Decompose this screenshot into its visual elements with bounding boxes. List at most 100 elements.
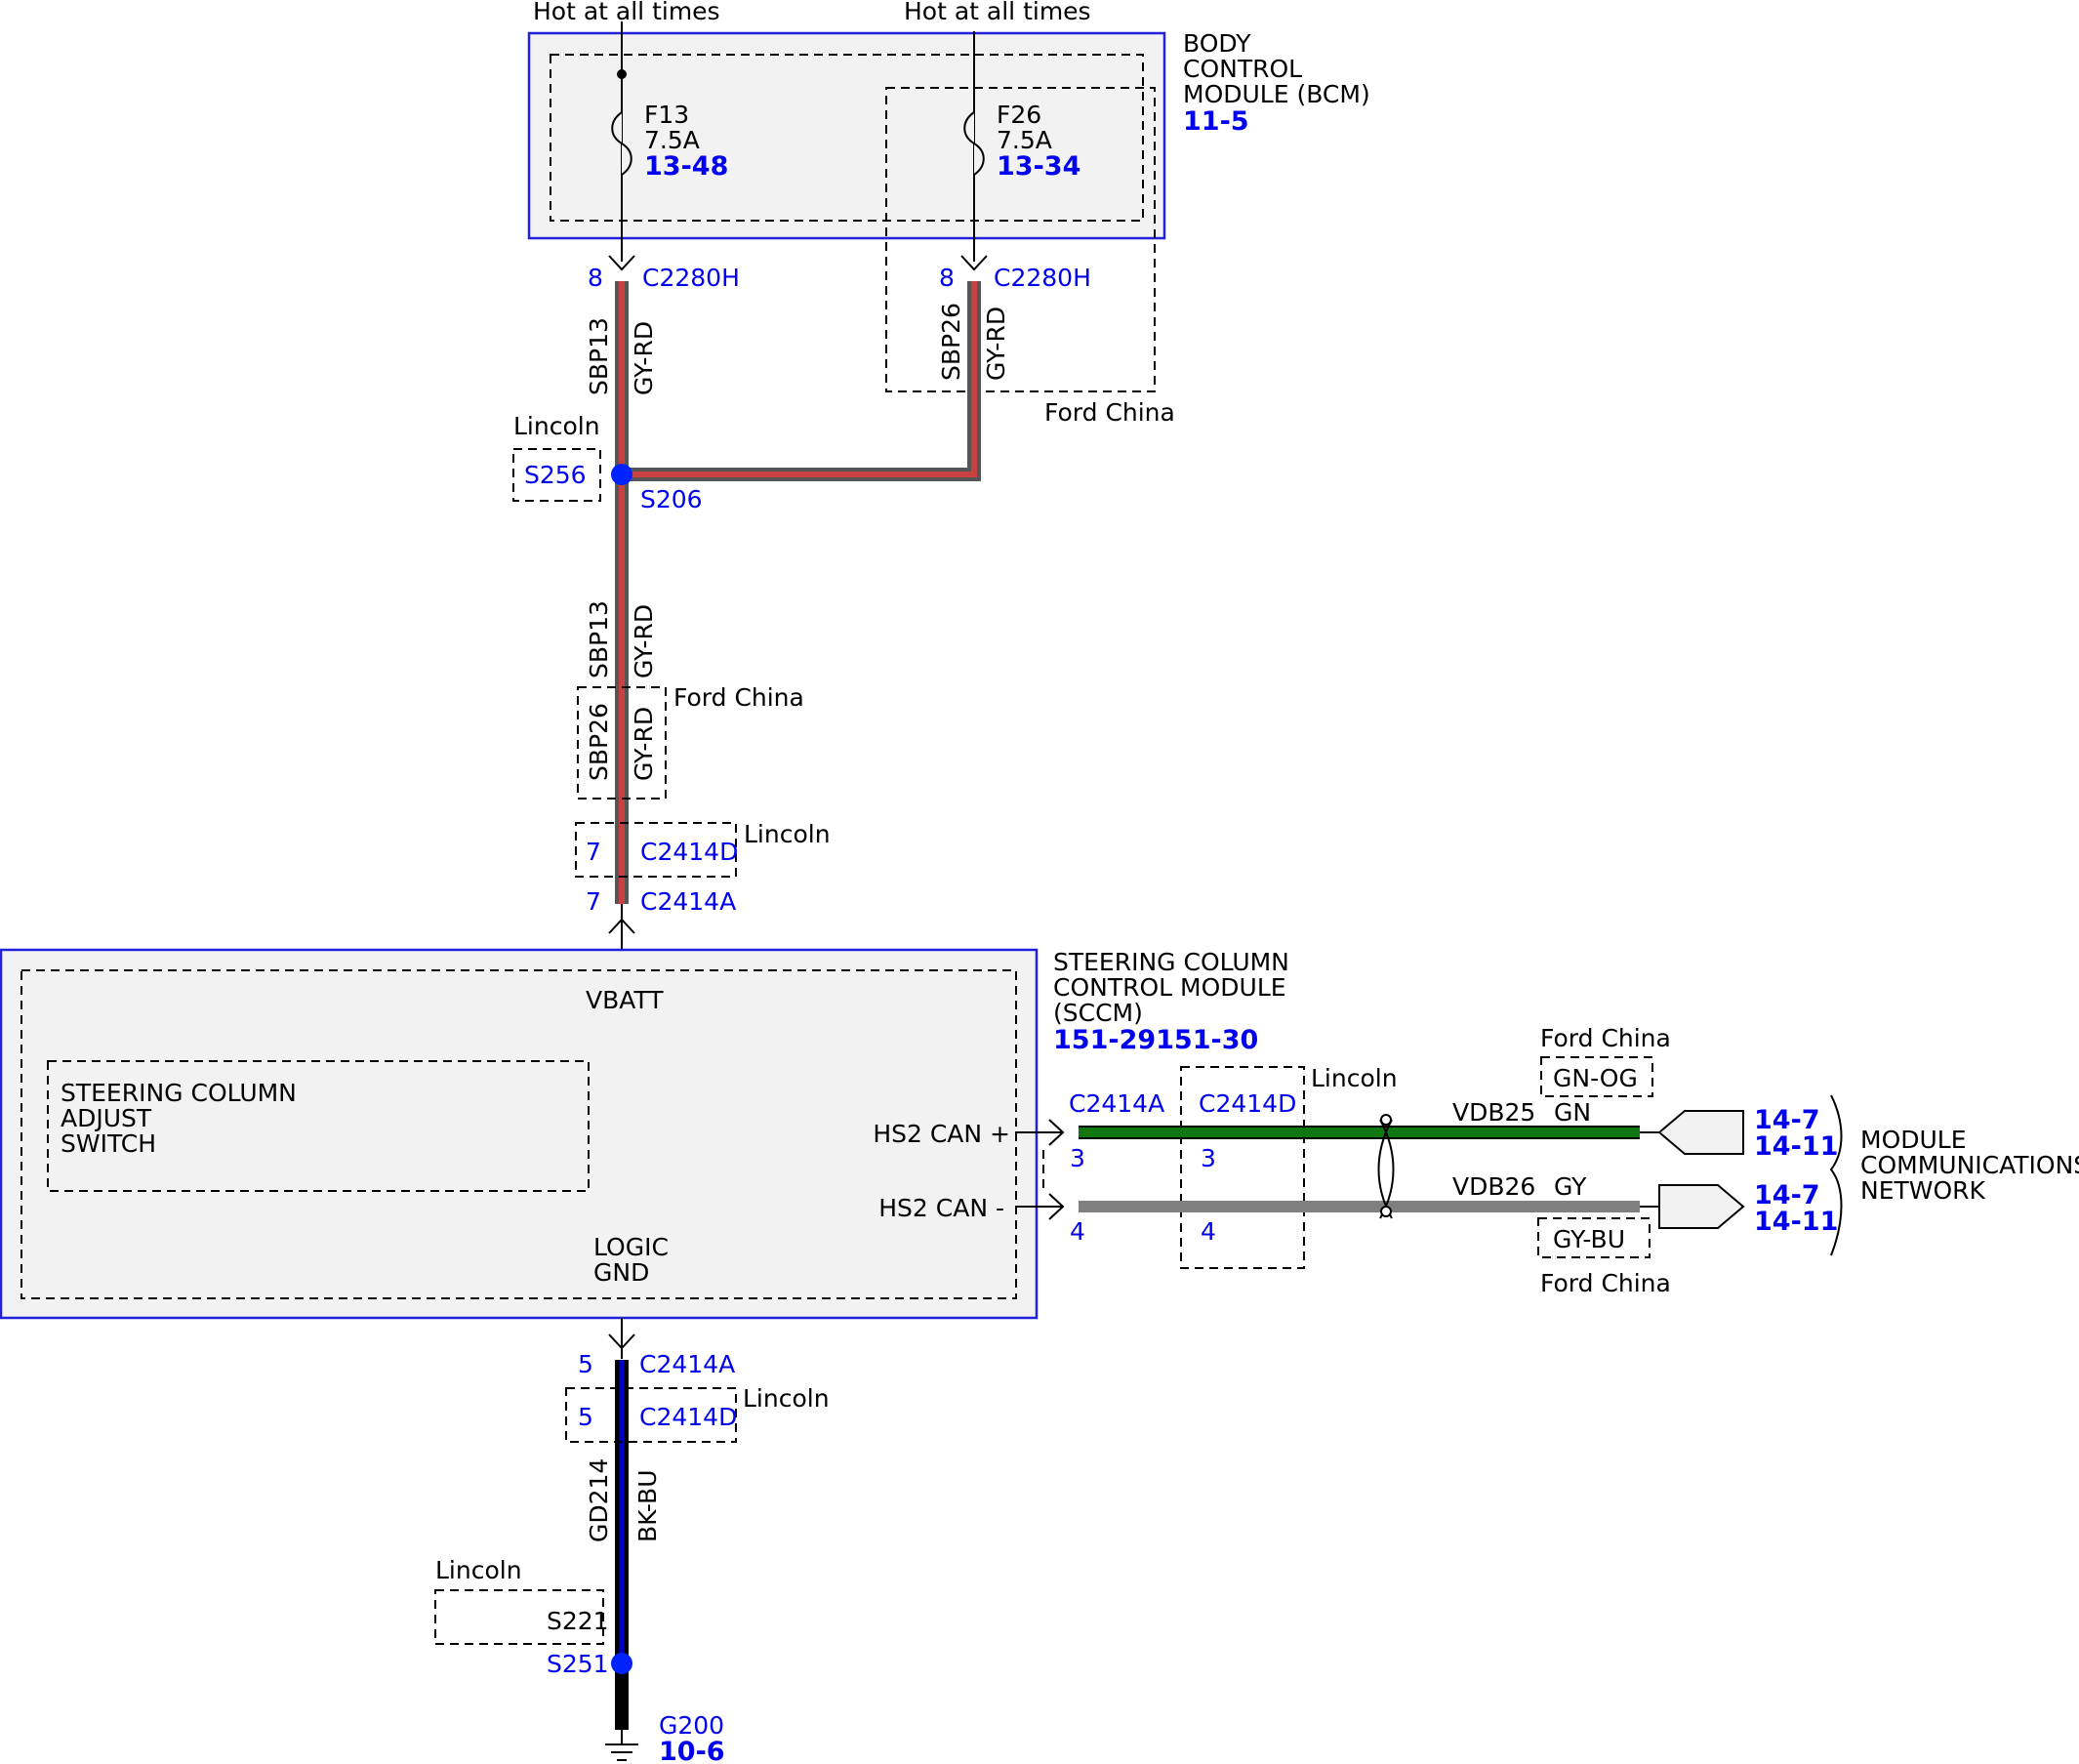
sccm-outline bbox=[0, 948, 1039, 1320]
vdb25-network-connector-icon[interactable] bbox=[1657, 1110, 1744, 1155]
c2414a-bottom-name[interactable]: C2414A bbox=[639, 1350, 735, 1378]
g200-ref-link[interactable]: 10-6 bbox=[659, 1737, 725, 1764]
f13-junction-dot bbox=[617, 69, 627, 79]
sbp26b-color-label: GY-RD bbox=[630, 707, 658, 781]
vdb25-ref-link-1[interactable]: 14-7 bbox=[1754, 1105, 1820, 1135]
gd214-color-label: BK-BU bbox=[633, 1470, 662, 1543]
f26-ref-link[interactable]: 13-34 bbox=[997, 151, 1080, 182]
sbp13b-circuit-label: SBP13 bbox=[585, 600, 613, 678]
ford-china-sbp26-option-box bbox=[577, 686, 667, 800]
bcm-name-line2: CONTROL bbox=[1183, 55, 1302, 83]
vdb26-ref-link-1[interactable]: 14-7 bbox=[1754, 1180, 1820, 1210]
bcm-name-line3: MODULE (BCM) bbox=[1183, 80, 1370, 108]
ford-china-label-can-top: Ford China bbox=[1540, 1024, 1671, 1052]
hs2-can-minus-label: HS2 CAN - bbox=[878, 1194, 1004, 1222]
network-brace-icon bbox=[1829, 1094, 1843, 1256]
logic-gnd-label-line1: LOGIC bbox=[593, 1233, 669, 1261]
sbp13-circuit-label: SBP13 bbox=[585, 317, 613, 395]
bcm-outline bbox=[527, 31, 1166, 240]
c2414d-can-plus-pin: 3 bbox=[1201, 1144, 1216, 1172]
logic-gnd-label-line2: GND bbox=[593, 1258, 649, 1287]
hs2-can-plus-label: HS2 CAN + bbox=[873, 1120, 1010, 1148]
lincoln-label-c2414d-top: Lincoln bbox=[744, 820, 831, 848]
hot-at-all-times-label-1: Hot at all times bbox=[533, 0, 720, 25]
s251-splice-dot[interactable] bbox=[611, 1653, 632, 1674]
f13-name: F13 bbox=[644, 101, 689, 129]
gd214-circuit-label: GD214 bbox=[585, 1458, 613, 1542]
gy-bu-color-label: GY-BU bbox=[1553, 1225, 1625, 1253]
ford-china-label-2: Ford China bbox=[673, 683, 804, 712]
s221-option-box bbox=[434, 1589, 604, 1645]
sccm-name-line3: (SCCM) bbox=[1053, 999, 1143, 1027]
bcm-ref-link[interactable]: 11-5 bbox=[1183, 106, 1249, 137]
f26-name: F26 bbox=[997, 101, 1041, 129]
g200-ground-label[interactable]: G200 bbox=[659, 1711, 724, 1740]
f26-rating: 7.5A bbox=[997, 126, 1052, 154]
vdb25-ref-link-2[interactable]: 14-11 bbox=[1754, 1131, 1838, 1162]
sccm-name-line2: CONTROL MODULE bbox=[1053, 973, 1286, 1002]
c2414d-bottom-pin: 5 bbox=[578, 1403, 593, 1431]
sbp26-wire-outer bbox=[622, 281, 981, 481]
c2414a-top-arrow-icon bbox=[608, 918, 635, 934]
c2414d-can-minus-pin: 4 bbox=[1201, 1217, 1216, 1246]
s206-splice-dot[interactable] bbox=[611, 464, 632, 485]
s221-splice-label[interactable]: S221 bbox=[547, 1607, 609, 1635]
f13-ref-link[interactable]: 13-48 bbox=[644, 151, 728, 182]
c2414d-top-name[interactable]: C2414D bbox=[640, 838, 738, 866]
gn-og-color-label: GN-OG bbox=[1553, 1064, 1638, 1092]
switch-label-line3: SWITCH bbox=[61, 1129, 156, 1158]
bcm-inner-dashed-box bbox=[550, 54, 1144, 222]
switch-label-line2: ADJUST bbox=[61, 1104, 152, 1132]
c2280h-name-2[interactable]: C2280H bbox=[994, 264, 1091, 292]
can-minus-arrow-icon bbox=[1048, 1193, 1065, 1220]
ford-china-label-can-bottom: Ford China bbox=[1540, 1269, 1671, 1297]
ford-china-f26-option-box bbox=[885, 87, 1156, 392]
s256-splice-label[interactable]: S256 bbox=[524, 461, 587, 489]
c2414a-can-minus-pin: 4 bbox=[1070, 1217, 1085, 1246]
s251-splice-label[interactable]: S251 bbox=[547, 1650, 609, 1678]
gy-color-label: GY bbox=[1554, 1172, 1587, 1201]
c2414a-can-name[interactable]: C2414A bbox=[1069, 1089, 1164, 1118]
c2414a-top-name[interactable]: C2414A bbox=[640, 887, 736, 916]
sccm-ref-link[interactable]: 151-29151-30 bbox=[1053, 1025, 1258, 1055]
sbp13b-color-label: GY-RD bbox=[630, 604, 658, 678]
c2280h-name-1[interactable]: C2280H bbox=[642, 264, 740, 292]
sbp26-wire-inner bbox=[622, 281, 977, 477]
c2280h-arrow-icon-1 bbox=[608, 255, 635, 271]
gy-bu-option-box bbox=[1537, 1217, 1651, 1258]
switch-label-line1: STEERING COLUMN bbox=[61, 1079, 297, 1107]
network-label-line1: MODULE bbox=[1860, 1126, 1967, 1154]
c2414d-can-option-box bbox=[1180, 1066, 1305, 1269]
twisted-pair-bottom-node bbox=[1380, 1206, 1392, 1217]
network-label-line2: COMMUNICATIONS bbox=[1860, 1151, 2079, 1179]
vdb25-circuit-label: VDB25 bbox=[1452, 1098, 1535, 1127]
s256-option-box bbox=[512, 448, 601, 502]
gn-color-label: GN bbox=[1554, 1098, 1591, 1127]
sccm-module[interactable] bbox=[0, 948, 1039, 1320]
c2414a-top-pin: 7 bbox=[586, 887, 601, 916]
sccm-inner-dashed-box bbox=[20, 969, 1017, 1299]
s206-splice-label[interactable]: S206 bbox=[640, 485, 703, 513]
c2414d-bottom-name[interactable]: C2414D bbox=[639, 1403, 737, 1431]
f13-fuse-icon bbox=[611, 111, 632, 176]
c2280h-pin-1: 8 bbox=[588, 264, 603, 292]
bcm-name-line1: BODY bbox=[1183, 29, 1251, 58]
c2414d-can-name[interactable]: C2414D bbox=[1199, 1089, 1296, 1118]
f13-rating: 7.5A bbox=[644, 126, 700, 154]
vdb26-circuit-label: VDB26 bbox=[1452, 1172, 1535, 1201]
can-plus-arrow-icon bbox=[1048, 1119, 1065, 1146]
gy-rd-wire[interactable] bbox=[615, 281, 981, 904]
hot-at-all-times-label-2: Hot at all times bbox=[904, 0, 1091, 25]
vdb26-network-connector-icon[interactable] bbox=[1658, 1184, 1745, 1229]
vdb26-ref-link-2[interactable]: 14-11 bbox=[1754, 1207, 1838, 1237]
bcm-module[interactable] bbox=[527, 31, 1166, 240]
c2414a-can-plus-pin: 3 bbox=[1070, 1144, 1085, 1172]
steering-column-adjust-switch-box[interactable] bbox=[47, 1060, 590, 1192]
c2414d-bottom-option-box bbox=[565, 1387, 737, 1443]
sbp26-circuit-label: SBP26 bbox=[937, 303, 965, 381]
twisted-pair-top-node bbox=[1380, 1114, 1392, 1126]
lincoln-label-c2414d-bottom: Lincoln bbox=[743, 1384, 830, 1413]
lincoln-label-s221: Lincoln bbox=[435, 1556, 522, 1584]
ford-china-label-1: Ford China bbox=[1044, 398, 1175, 427]
